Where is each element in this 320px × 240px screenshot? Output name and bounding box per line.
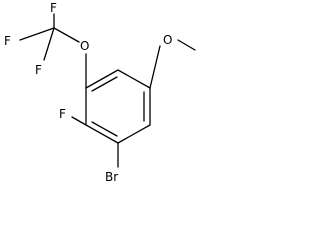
molecule-structure: F F F O O F Br bbox=[4, 1, 196, 184]
label-layer: F F F O O F Br bbox=[4, 1, 172, 184]
atom-label-br: Br bbox=[105, 170, 118, 184]
bond-o-cf3 bbox=[53, 27, 80, 43]
atom-label-f-ring: F bbox=[59, 107, 66, 121]
ring-bond-c1-c2 bbox=[117, 69, 151, 89]
atom-label-f-top: F bbox=[50, 1, 57, 15]
ring-bond-c3-c4 bbox=[117, 124, 151, 144]
atom-label-f-bottom: F bbox=[35, 63, 42, 77]
atom-label-o-ether: O bbox=[80, 39, 89, 53]
atom-label-o-methoxy: O bbox=[163, 33, 172, 47]
bond-ring-f bbox=[71, 116, 87, 126]
bond-layer bbox=[19, 13, 196, 168]
ring-bond-c4-c5-inner bbox=[91, 121, 118, 137]
ring-bond-c6-c1-inner bbox=[91, 76, 118, 92]
bond-cf3-f-left bbox=[19, 27, 55, 41]
ring-bond-c6-c1 bbox=[85, 69, 119, 89]
atom-label-f-left: F bbox=[4, 34, 11, 48]
ring-bond-c4-c5 bbox=[85, 124, 119, 144]
bond-ring-o-methoxy bbox=[149, 45, 161, 89]
bond-o-methyl bbox=[177, 39, 196, 51]
bond-cf3-f-bottom bbox=[43, 27, 55, 61]
